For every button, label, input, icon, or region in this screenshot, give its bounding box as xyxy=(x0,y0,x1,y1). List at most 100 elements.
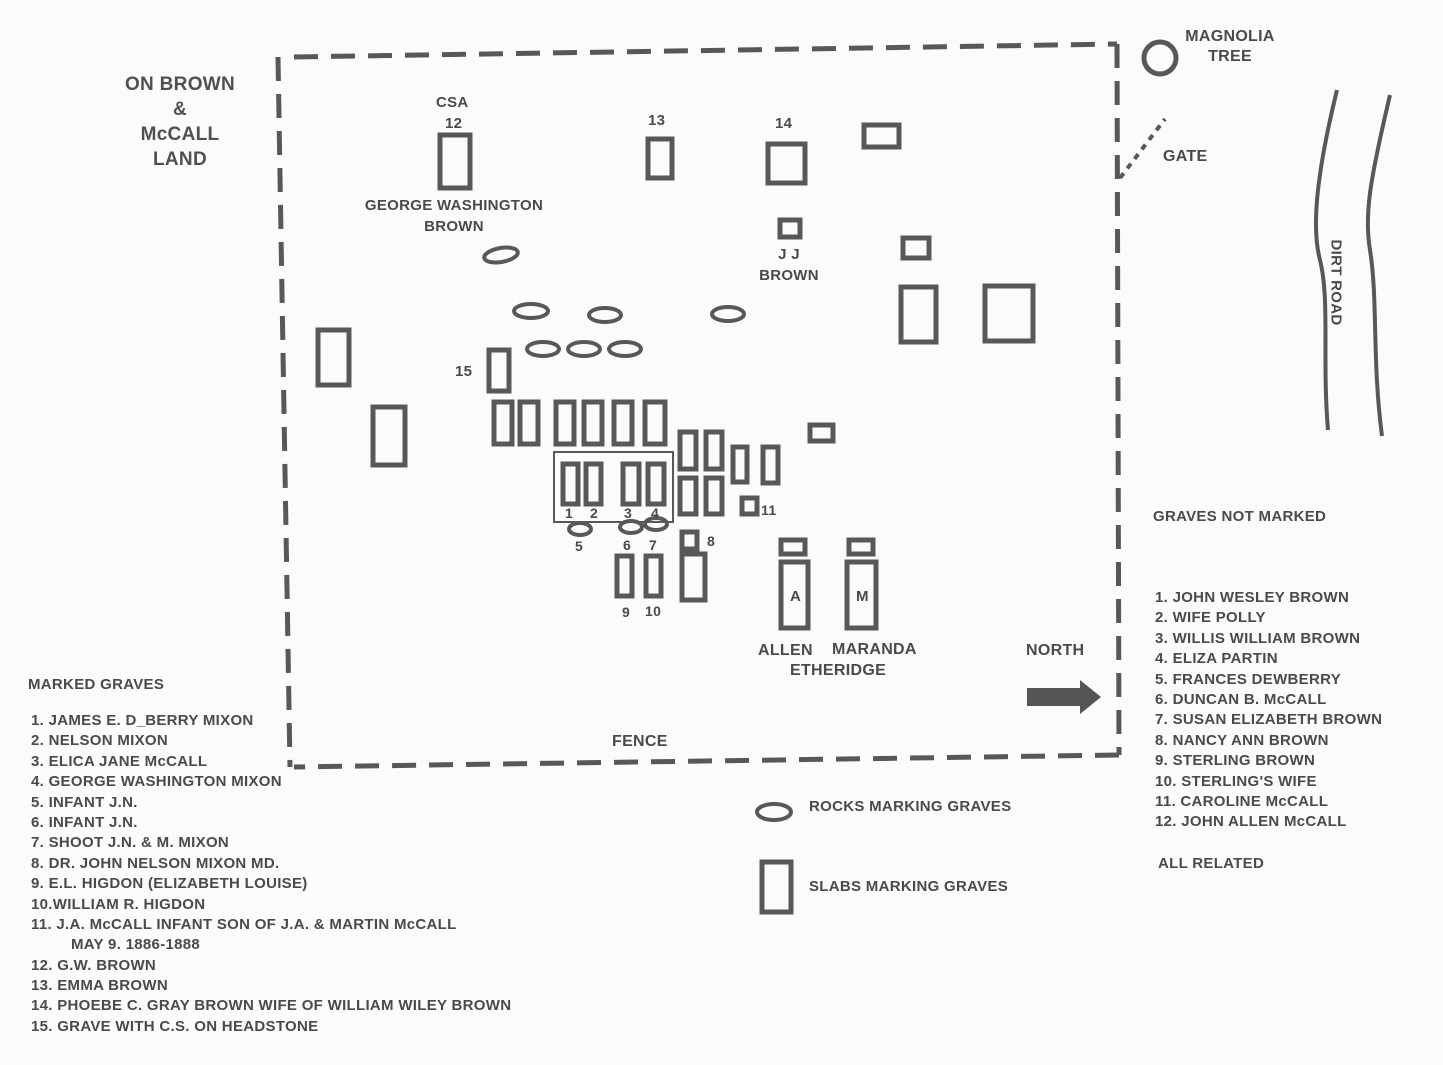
slab xyxy=(677,475,699,517)
gwb-line: GEORGE WASHINGTON xyxy=(364,197,544,214)
grave-9-slab xyxy=(614,553,635,599)
property-label-line: McCALL xyxy=(140,124,220,145)
slab xyxy=(703,475,725,517)
marked-graves-title: MARKED GRAVES xyxy=(28,676,165,693)
list-item: 6. INFANT J.N. xyxy=(31,813,138,831)
legend-rock-icon xyxy=(755,802,793,822)
grave-7-rock xyxy=(643,516,669,532)
slab xyxy=(315,327,352,388)
list-item: 6. DUNCAN B. McCALL xyxy=(1155,690,1327,708)
list-item: 5. FRANCES DEWBERRY xyxy=(1155,670,1341,688)
list-item: 2. NELSON MIXON xyxy=(31,732,169,750)
grave-13-number: 13 xyxy=(648,112,666,129)
rock xyxy=(482,245,520,265)
grave-8-slab xyxy=(679,529,700,552)
slab xyxy=(898,284,939,345)
slab xyxy=(861,122,902,150)
slab xyxy=(730,444,750,485)
slab xyxy=(491,399,515,447)
grave-4-slab xyxy=(645,461,667,507)
list-item: 7. SHOOT J.N. & M. MIXON xyxy=(31,834,230,852)
list-item: 10. STERLING'S WIFE xyxy=(1155,772,1317,790)
grave-9-number: 9 xyxy=(622,604,631,620)
slab xyxy=(807,422,836,444)
grave-15-slab xyxy=(486,347,512,394)
allen-slab xyxy=(778,559,811,631)
grave-4-number: 4 xyxy=(651,505,660,521)
legend-slab-icon xyxy=(759,859,794,915)
grave-3-number: 3 xyxy=(624,505,633,521)
property-label-line: ON BROWN xyxy=(124,74,236,95)
jj-line: J J xyxy=(778,246,800,263)
rock xyxy=(566,340,602,358)
list-item: 8. DR. JOHN NELSON MIXON MD. xyxy=(31,854,280,872)
fence xyxy=(275,41,1122,770)
grave-8-number: 8 xyxy=(707,533,716,549)
rock xyxy=(607,340,643,358)
rock-graves xyxy=(482,245,793,822)
dirt-road-left-edge xyxy=(1314,89,1339,431)
allen-label: ALLEN xyxy=(758,642,813,659)
list-item: 5. INFANT J.N. xyxy=(31,793,138,811)
dirt-road-label: DIRT ROAD xyxy=(1327,239,1345,326)
grave-a-letter: A xyxy=(790,588,802,605)
magnolia-tree-icon xyxy=(1141,39,1179,77)
grave-m-letter: M xyxy=(856,588,869,605)
grave-1-number: 1 xyxy=(565,505,574,521)
slab xyxy=(581,399,605,447)
legend-rocks-label: ROCKS MARKING GRAVES xyxy=(809,798,1012,815)
dirt-road-right-edge xyxy=(1365,94,1392,437)
list-item: 14. PHOEBE C. GRAY BROWN WIFE OF WILLIAM… xyxy=(31,997,512,1015)
jj-brown-label: J J BROWN xyxy=(749,244,829,286)
north-label: NORTH xyxy=(1026,642,1085,659)
list-item: 13. EMMA BROWN xyxy=(31,977,168,995)
grave-6-number: 6 xyxy=(623,537,632,553)
grave-5-number: 5 xyxy=(575,538,584,554)
grave-2-number: 2 xyxy=(590,505,599,521)
magnolia-label-line: MAGNOLIA xyxy=(1185,28,1275,45)
grave-13-slab xyxy=(645,136,675,181)
list-item: 11. CAROLINE McCALL xyxy=(1155,792,1329,810)
gate-label: GATE xyxy=(1163,148,1208,165)
grave-2-slab xyxy=(583,461,604,507)
gate xyxy=(1118,117,1167,180)
grave-3-slab xyxy=(620,461,642,507)
list-item: 4. GEORGE WASHINGTON MIXON xyxy=(31,773,282,791)
fence-label: FENCE xyxy=(612,733,668,750)
grave-12-number: 12 xyxy=(445,115,463,132)
list-item: 8. NANCY ANN BROWN xyxy=(1155,731,1329,749)
slab xyxy=(760,444,781,486)
marked-graves-list: 1. JAMES E. D_BERRY MIXON 2. NELSON MIXO… xyxy=(31,712,511,1038)
rock xyxy=(525,340,561,358)
list-item: 7. SUSAN ELIZABETH BROWN xyxy=(1155,711,1383,729)
gwb-line: BROWN xyxy=(424,218,484,235)
grave-15-number: 15 xyxy=(455,363,473,380)
slab-graves xyxy=(315,122,1036,631)
list-item: 3. WILLIS WILLIAM BROWN xyxy=(1155,629,1361,647)
property-label-line: LAND xyxy=(153,149,207,170)
grave-14-number: 14 xyxy=(775,115,793,132)
rock xyxy=(587,306,623,324)
maranda-label: MARANDA xyxy=(832,641,917,658)
grave-12-slab xyxy=(437,132,473,191)
legend-slabs-label: SLABS MARKING GRAVES xyxy=(809,878,1009,895)
marked-graves-section: MARKED GRAVES 1. JAMES E. D_BERRY MIXON … xyxy=(28,676,511,1038)
slab xyxy=(611,399,635,447)
etheridge-label: ETHERIDGE xyxy=(790,662,887,679)
unmarked-graves-list: 1. JOHN WESLEY BROWN 2. WIFE POLLY 3. WI… xyxy=(1155,589,1382,834)
all-related-label: ALL RELATED xyxy=(1158,855,1265,872)
grave-7-number: 7 xyxy=(649,537,658,553)
slab xyxy=(642,399,668,447)
slab xyxy=(982,283,1036,344)
list-item: 4. ELIZA PARTIN xyxy=(1155,650,1278,668)
grave-14-slab xyxy=(765,141,808,186)
unmarked-graves-title: GRAVES NOT MARKED xyxy=(1153,508,1327,525)
grave-12-csa-label: CSA xyxy=(436,94,469,111)
slab xyxy=(553,399,577,447)
grave-5-rock xyxy=(567,521,593,537)
jj-brown-slab xyxy=(777,217,803,240)
george-washington-brown-label: GEORGE WASHINGTON BROWN xyxy=(354,195,554,237)
family-plot-border xyxy=(553,451,674,523)
grave-6-rock xyxy=(618,519,644,535)
maranda-slab xyxy=(844,559,879,631)
